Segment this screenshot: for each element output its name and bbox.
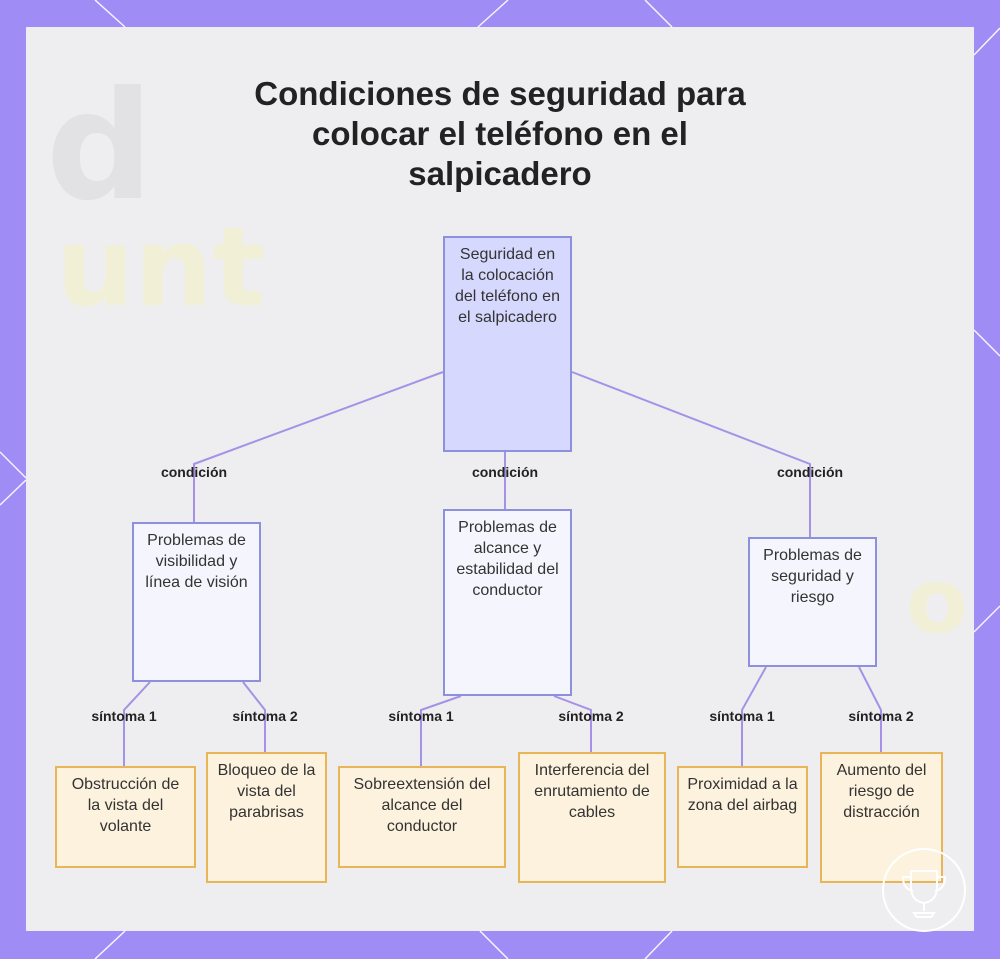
- condition-node-2: Problemas de alcance y estabilidad del c…: [443, 509, 572, 696]
- edge-label-condition-3: condición: [777, 464, 843, 480]
- trophy-icon: [881, 847, 967, 933]
- edge-label-symptom-3-1: síntoma 1: [709, 708, 774, 724]
- condition-node-1-label: Problemas de visibilidad y línea de visi…: [142, 530, 251, 593]
- condition-node-3-label: Problemas de seguridad y riesgo: [758, 545, 867, 608]
- edge-label-symptom-2-2: síntoma 2: [558, 708, 623, 724]
- edge-label-condition-2: condición: [472, 464, 538, 480]
- condition-node-3: Problemas de seguridad y riesgo: [748, 537, 877, 667]
- edge-label-symptom-1-2: síntoma 2: [232, 708, 297, 724]
- edge-condition-2-symptom-1: [421, 696, 461, 766]
- symptom-node-2-1: Sobreextensión del alcance del conductor: [338, 766, 506, 868]
- condition-node-1: Problemas de visibilidad y línea de visi…: [132, 522, 261, 682]
- symptom-node-1-2: Bloqueo de la vista del parabrisas: [206, 752, 327, 883]
- edge-root-condition-1: [194, 372, 443, 522]
- root-node: Seguridad en la colocación del teléfono …: [443, 236, 572, 452]
- condition-node-2-label: Problemas de alcance y estabilidad del c…: [453, 517, 562, 601]
- edge-root-condition-3: [572, 372, 810, 537]
- symptom-node-1-2-label: Bloqueo de la vista del parabrisas: [216, 760, 317, 823]
- symptom-node-3-1: Proximidad a la zona del airbag: [677, 766, 808, 868]
- symptom-node-2-2-label: Interferencia del enrutamiento de cables: [528, 760, 656, 823]
- symptom-node-3-2-label: Aumento del riesgo de distracción: [830, 760, 933, 823]
- symptom-node-1-1-label: Obstrucción de la vista del volante: [65, 774, 186, 837]
- edge-condition-2-symptom-2: [554, 696, 591, 752]
- symptom-node-2-2: Interferencia del enrutamiento de cables: [518, 752, 666, 883]
- symptom-node-3-1-label: Proximidad a la zona del airbag: [687, 774, 798, 816]
- edge-label-condition-1: condición: [161, 464, 227, 480]
- symptom-node-2-1-label: Sobreextensión del alcance del conductor: [348, 774, 496, 837]
- root-node-label: Seguridad en la colocación del teléfono …: [453, 244, 562, 328]
- edge-label-symptom-2-1: síntoma 1: [388, 708, 453, 724]
- symptom-node-1-1: Obstrucción de la vista del volante: [55, 766, 196, 868]
- edge-label-symptom-1-1: síntoma 1: [91, 708, 156, 724]
- edge-condition-1-symptom-1: [124, 682, 150, 766]
- edge-label-symptom-3-2: síntoma 2: [848, 708, 913, 724]
